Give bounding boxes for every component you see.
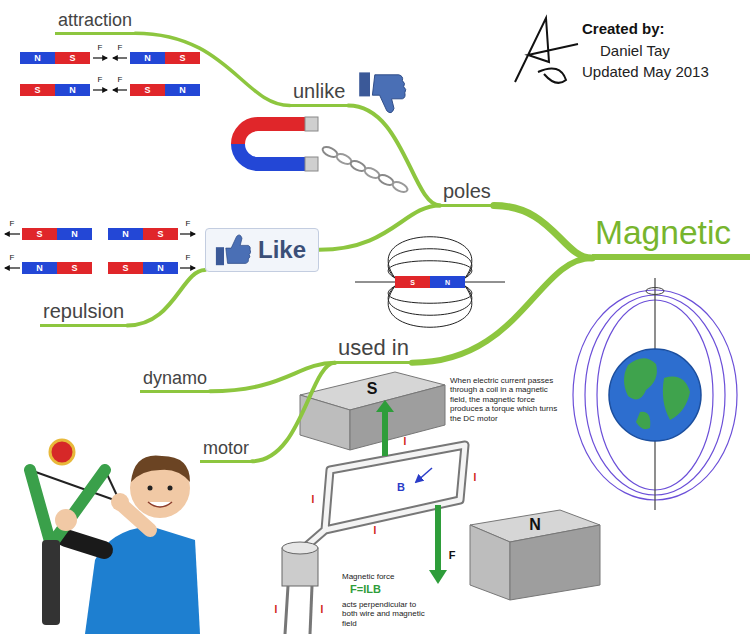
attraction-magnets — [20, 52, 200, 96]
pole-letter: N — [144, 54, 151, 63]
pole-letter: S — [122, 264, 128, 273]
repulsion-magnets — [5, 228, 195, 274]
pole-letter: N — [36, 264, 43, 273]
pole-letter: S — [157, 230, 163, 239]
credit-name: Daniel Tay — [600, 42, 670, 59]
like-button: Like — [205, 228, 319, 272]
branch-topic: poles — [440, 180, 494, 207]
pole-letter: N — [445, 279, 450, 286]
branch-topic: repulsion — [40, 300, 127, 327]
pole-letter: N — [122, 230, 129, 239]
topic-text: Magnetic — [595, 214, 747, 253]
current-label: I — [474, 473, 477, 483]
branch-line — [348, 106, 440, 206]
force-note: acts perpendicular to both wire and magn… — [342, 600, 434, 628]
branch-topic: unlike — [290, 80, 348, 107]
branch-topic: attraction — [55, 10, 135, 35]
force-label: F — [186, 254, 191, 262]
force-label: F — [449, 550, 456, 561]
field-label: B — [397, 482, 405, 493]
current-label: I — [404, 437, 407, 447]
pole-letter: S — [179, 54, 185, 63]
force-label: F — [118, 44, 123, 52]
force-label: F — [186, 220, 191, 228]
pole-letter: N — [71, 230, 78, 239]
force-label: F — [10, 220, 15, 228]
branch-topic: used in — [335, 335, 412, 364]
pole-letter: S — [69, 54, 75, 63]
force-note: Magnetic force — [342, 572, 394, 581]
pole-letter: N — [34, 54, 41, 63]
topic-text: repulsion — [43, 300, 124, 323]
thumbs-up-icon — [215, 231, 251, 267]
branch-topic: dynamo — [140, 368, 210, 393]
motor-note: When electric current passes through a c… — [450, 376, 565, 423]
topic-text: unlike — [293, 80, 345, 103]
thumbs-down-icon — [359, 72, 406, 112]
branch-line — [135, 33, 290, 105]
pole-letter: N — [69, 86, 76, 95]
dc-motor — [282, 372, 600, 634]
branch-line — [412, 258, 592, 363]
force-label: F — [98, 76, 103, 84]
central-topic: Magnetic — [592, 214, 750, 260]
branch-line — [494, 206, 592, 259]
current-label: I — [275, 605, 278, 615]
pole-letter: N — [157, 264, 164, 273]
horseshoe-magnet — [238, 117, 409, 194]
formula: F=ILB — [350, 583, 381, 596]
pole-letter: N — [179, 86, 186, 95]
branch-line — [252, 363, 335, 461]
topic-text: used in — [338, 335, 409, 360]
current-label: I — [374, 526, 377, 536]
current-label: I — [321, 605, 324, 615]
branch-topic: motor — [200, 438, 252, 463]
pole-letter: S — [36, 230, 42, 239]
force-label: F — [98, 44, 103, 52]
topic-text: dynamo — [143, 368, 207, 389]
force-label: F — [10, 254, 15, 262]
current-label: I — [312, 495, 315, 505]
topic-text: attraction — [58, 10, 132, 31]
pole-letter: S — [367, 381, 378, 397]
branch-line — [127, 270, 205, 325]
force-label: F — [118, 76, 123, 84]
pole-letter: S — [34, 86, 40, 95]
branch-line — [319, 206, 440, 250]
credit-heading: Created by: — [582, 20, 665, 37]
credit-date: Updated May 2013 — [582, 63, 709, 80]
signature — [515, 18, 578, 83]
pole-letter: S — [144, 86, 150, 95]
bar-magnet-field — [355, 237, 505, 328]
pole-letter: S — [71, 264, 77, 273]
topic-text: poles — [443, 180, 491, 203]
pole-letter: N — [529, 517, 541, 533]
earth-field — [573, 278, 737, 510]
boy-slingshot — [30, 440, 200, 634]
pole-letter: S — [410, 279, 415, 286]
topic-text: motor — [203, 438, 249, 459]
topic-text: Like — [258, 236, 306, 264]
